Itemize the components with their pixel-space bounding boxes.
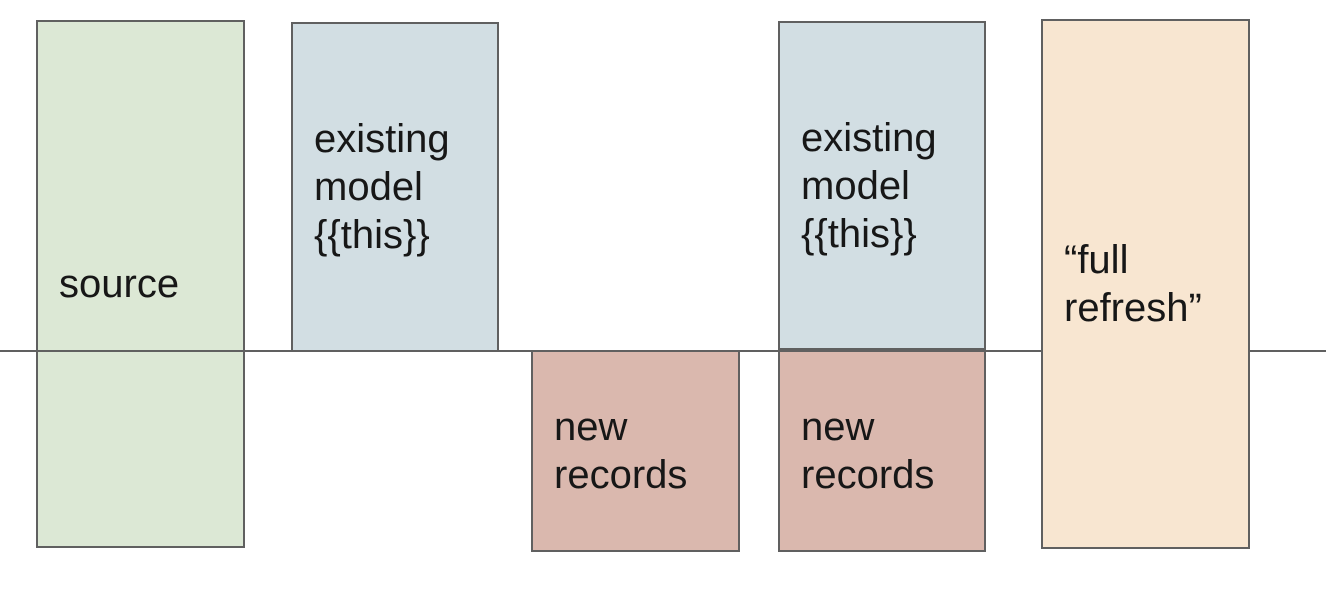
box-existing-model-right-label: existing model {{this}} [801,115,937,256]
box-full-refresh-label: “full refresh” [1064,238,1202,330]
box-new-records-left-label: new records [554,405,688,497]
box-source-label: source [59,262,180,306]
box-existing-model-right: existing model {{this}} [778,21,986,350]
box-source: source [36,20,245,548]
box-new-records-right: new records [778,350,986,552]
box-new-records-left: new records [531,350,740,552]
box-full-refresh: “full refresh” [1041,19,1250,549]
box-new-records-right-label: new records [801,405,935,497]
box-existing-model-left: existing model {{this}} [291,22,499,352]
box-existing-model-left-label: existing model {{this}} [314,117,450,257]
